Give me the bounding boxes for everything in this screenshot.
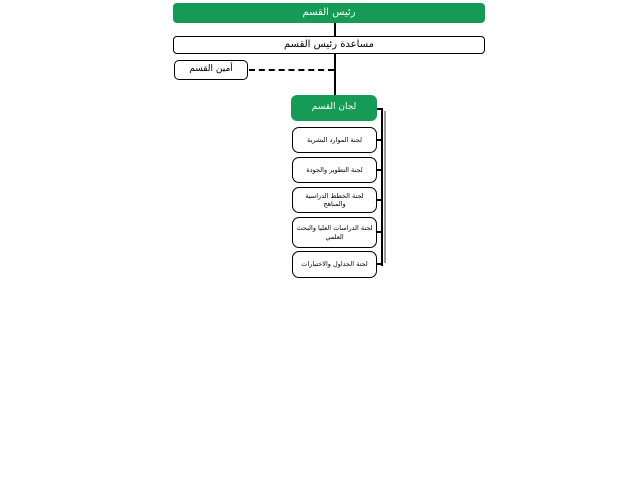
committee-label: لجنة الجداول والاختبارات bbox=[301, 260, 368, 269]
connector-committees-trunk-stub bbox=[377, 108, 383, 110]
committee-node-schedules-exams: لجنة الجداول والاختبارات bbox=[292, 251, 377, 278]
connector-head-to-assistant bbox=[334, 23, 336, 36]
committee-node-graduate-studies-research: لجنة الدراسات العليا والبحث العلمي bbox=[292, 217, 377, 248]
connector-stub bbox=[377, 169, 382, 171]
node-department-head-assistant: مساعدة رئيس القسم bbox=[173, 36, 485, 54]
connector-stub bbox=[377, 263, 382, 265]
node-department-head: رئيس القسم bbox=[173, 3, 485, 23]
node-department-head-label: رئيس القسم bbox=[302, 6, 356, 18]
connector-stub bbox=[377, 139, 382, 141]
node-assistant-label: مساعدة رئيس القسم bbox=[284, 38, 374, 50]
node-department-secretary: أمين القسم bbox=[174, 60, 248, 80]
connector-stub bbox=[377, 231, 382, 233]
connector-secretary-dashed bbox=[249, 69, 334, 71]
committee-node-human-resources: لجنة الموارد البشرية bbox=[292, 127, 377, 153]
committee-label: لجنة الدراسات العليا والبحث العلمي bbox=[296, 224, 373, 241]
committee-label: لجنة التطوير والجودة bbox=[306, 165, 363, 174]
node-committees-header: لجان القسم bbox=[291, 95, 377, 121]
committee-node-development-quality: لجنة التطوير والجودة bbox=[292, 157, 377, 183]
node-secretary-label: أمين القسم bbox=[189, 64, 233, 75]
committee-label: لجنة الخطط الدراسية والمناهج bbox=[305, 191, 364, 208]
connector-committees-trunk bbox=[381, 108, 383, 266]
committee-label: لجنة الموارد البشرية bbox=[307, 135, 362, 144]
committee-node-study-plans-curricula: لجنة الخطط الدراسية والمناهج bbox=[292, 187, 377, 213]
connector-trunk-shadow bbox=[384, 111, 386, 263]
node-committees-header-label: لجان القسم bbox=[311, 102, 357, 113]
connector-assistant-to-committees bbox=[334, 54, 336, 95]
connector-stub bbox=[377, 199, 382, 201]
